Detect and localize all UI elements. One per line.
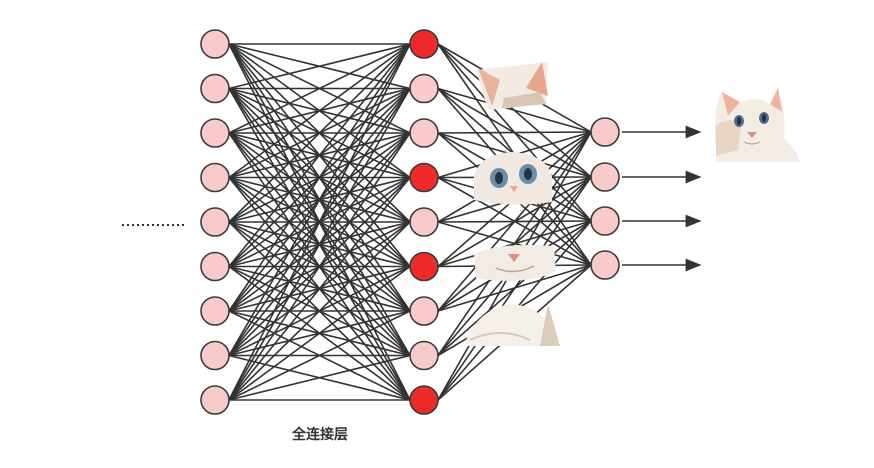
cat-chest-fragment [464, 304, 560, 346]
edge [228, 176, 411, 401]
cat-face-output [714, 88, 800, 162]
layer1-node-8 [200, 340, 230, 371]
layer2-node-2 [409, 73, 439, 104]
edge [228, 43, 411, 90]
output-arrows [622, 125, 702, 272]
edge [228, 43, 411, 312]
layer2-node-7 [409, 296, 439, 326]
layer2-node-1 [409, 29, 439, 59]
cat-nose-fragment [474, 245, 556, 281]
edge [228, 43, 411, 179]
edge [228, 354, 411, 401]
edges-layer1-to-layer2 [228, 43, 411, 401]
edge [228, 43, 411, 268]
edge [437, 131, 592, 312]
edge [228, 88, 411, 401]
edge [228, 265, 411, 401]
network-nodes [200, 29, 620, 415]
layer1-node-9 [200, 385, 230, 415]
edge [228, 310, 411, 401]
layer2-node-3 [409, 118, 439, 148]
edge [228, 43, 411, 223]
layer3-node-4 [590, 250, 620, 280]
layer2-node-9 [409, 385, 439, 415]
edge [437, 131, 592, 356]
layer1-node-2 [200, 73, 230, 104]
layer2-node-6 [409, 251, 439, 282]
edge [437, 131, 592, 134]
layer1-node-1 [200, 29, 230, 59]
cat-ear-fragment [476, 62, 548, 110]
edge [228, 132, 411, 401]
edge [437, 176, 592, 401]
fully-connected-layer-label: 全连接层 [292, 427, 348, 443]
layer1-node-5 [200, 207, 230, 237]
edge [228, 43, 411, 356]
layer3-node-3 [590, 206, 620, 236]
layer2-node-8 [409, 340, 439, 371]
layer1-node-7 [200, 296, 230, 326]
edge [228, 221, 411, 401]
layer2-node-5 [409, 207, 439, 237]
edge [437, 87, 592, 133]
layer1-node-4 [200, 162, 230, 193]
edges-layer2-to-layer3 [437, 43, 592, 401]
edge [228, 43, 411, 134]
layer1-node-3 [200, 118, 230, 148]
layer3-node-1 [590, 117, 620, 147]
layer1-node-6 [200, 251, 230, 282]
cat-eyes-fragment [474, 152, 552, 205]
layer2-node-4 [409, 162, 439, 193]
edge [228, 43, 411, 401]
layer3-node-2 [590, 162, 620, 192]
